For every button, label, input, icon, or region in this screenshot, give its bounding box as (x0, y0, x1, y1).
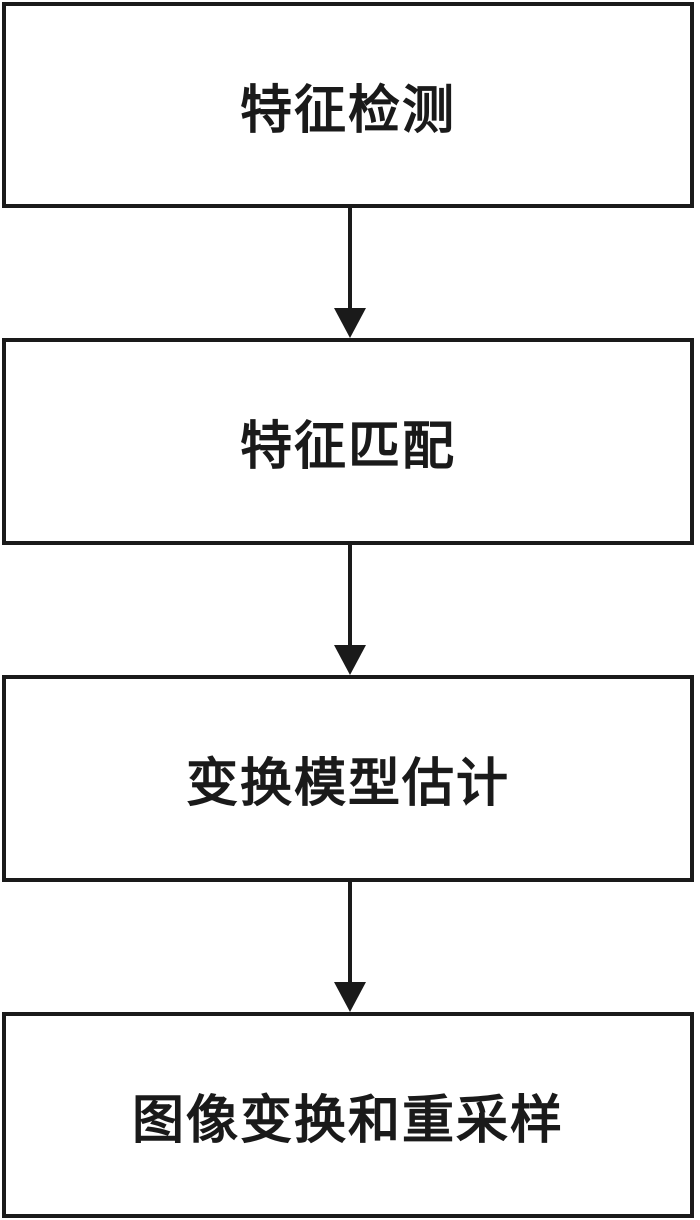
arrow-3-to-4 (334, 882, 366, 1012)
step-label: 图像变换和重采样 (131, 1090, 564, 1151)
step-label: 变换模型估计 (185, 754, 510, 814)
step-transform-model-estimation: 变换模型估计 (2, 675, 694, 882)
arrow-1-to-2 (334, 208, 366, 338)
step-feature-detection: 特征检测 (2, 2, 694, 208)
step-label: 特征匹配 (239, 417, 456, 477)
arrow-2-to-3 (334, 545, 366, 675)
step-image-transform-resampling: 图像变换和重采样 (2, 1012, 694, 1218)
step-label: 特征检测 (239, 80, 456, 141)
step-feature-matching: 特征匹配 (2, 338, 694, 545)
